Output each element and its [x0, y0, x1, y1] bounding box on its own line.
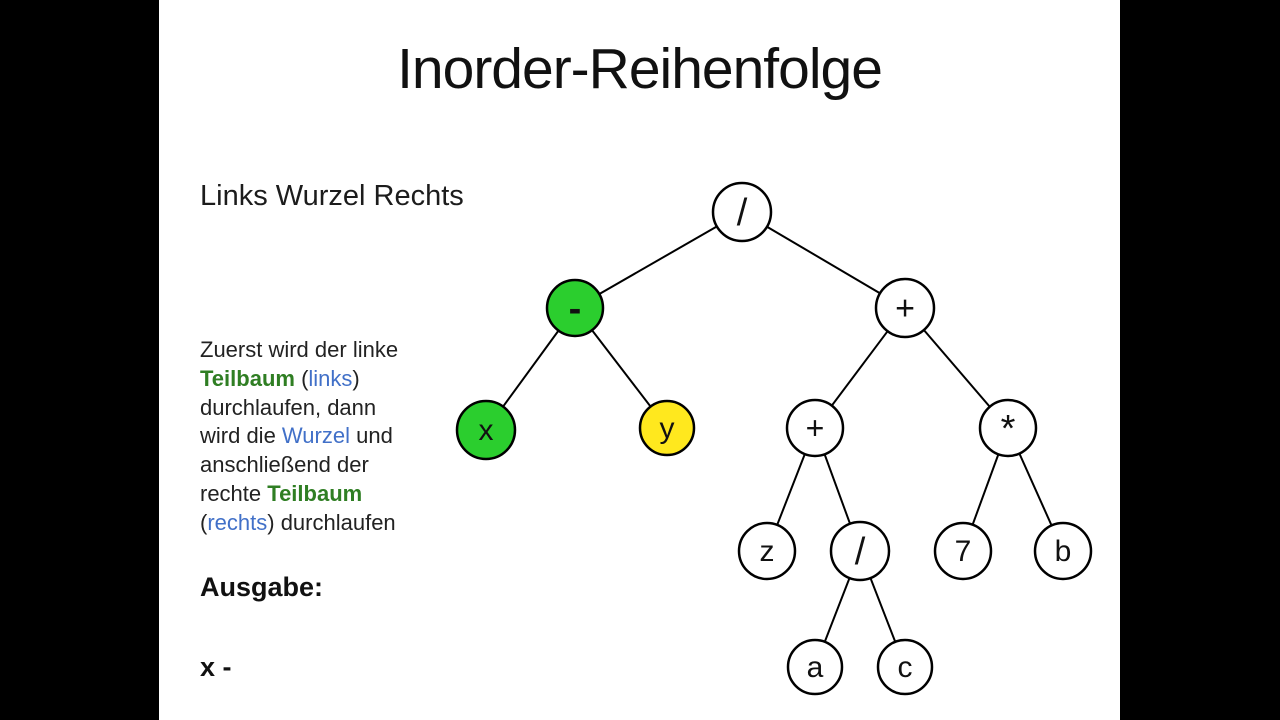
tree-node-circle — [874, 277, 936, 339]
tree-node-label: / — [855, 531, 866, 573]
tree-node-circle — [545, 278, 605, 338]
tree-node-circle — [737, 521, 797, 581]
plain-text: ) — [352, 365, 360, 391]
output-value: x - — [200, 652, 232, 682]
tree-edge-root-minus — [574, 211, 743, 309]
paragraph-line: Zuerst wird der linke — [200, 336, 398, 365]
paragraph-line: anschließend der — [200, 451, 398, 480]
tree-node-label: * — [1001, 408, 1016, 450]
tree-node-plus2: + — [785, 398, 845, 458]
tree-node-circle — [785, 398, 845, 458]
tree-node-x: x — [455, 399, 517, 461]
plain-text: durchlaufen, dann — [200, 394, 377, 420]
tree-node-label: x — [479, 414, 494, 447]
tree-node-root: / — [711, 181, 773, 243]
tree-node-label: z — [760, 535, 775, 568]
tree-node-label: - — [569, 288, 582, 330]
keyword-teilbaum: Teilbaum — [267, 480, 363, 506]
binary-tree-diagram: / - + x y + * z / 7 b a c — [455, 181, 1093, 696]
plain-text: Zuerst wird der linke — [200, 337, 399, 362]
keyword-direction: links — [308, 365, 353, 391]
paragraph-line: (rechts) durchlaufen — [200, 509, 398, 538]
tree-node-label: c — [898, 651, 913, 684]
paragraph-line: rechte Teilbaum — [200, 480, 398, 509]
plain-text: anschließend der — [200, 452, 369, 478]
tree-node-b: b — [1033, 521, 1093, 581]
paragraph-line: Teilbaum (links) — [200, 365, 398, 394]
keyword-teilbaum: Teilbaum — [200, 365, 295, 391]
tree-node-label: + — [895, 290, 915, 328]
plain-text: ( — [294, 365, 309, 391]
plain-text: wird die — [200, 423, 282, 449]
traversal-rule-text: Links Wurzel Rechts — [200, 180, 464, 212]
page-title: Inorder-Reihenfolge — [397, 37, 883, 101]
letterbox-right — [1120, 0, 1280, 720]
tree-node-label: a — [807, 651, 824, 684]
tree-node-circle — [876, 638, 934, 696]
output-label: Ausgabe: — [200, 572, 324, 602]
tree-node-circle — [455, 399, 517, 461]
tree-node-a: a — [786, 638, 844, 696]
tree-node-z: z — [737, 521, 797, 581]
tree-node-div2: / — [829, 520, 891, 582]
tree-node-minus: - — [545, 278, 605, 338]
tree-node-y: y — [638, 399, 696, 457]
plain-text: und — [349, 423, 393, 449]
tree-node-label: 7 — [955, 535, 972, 568]
tree-node-circle — [711, 181, 773, 243]
keyword-direction: Wurzel — [281, 423, 350, 449]
tree-node-circle — [638, 399, 696, 457]
tree-node-label: / — [737, 192, 748, 234]
tree-node-circle — [933, 521, 993, 581]
letterbox-left — [0, 0, 159, 720]
tree-node-label: y — [660, 412, 675, 445]
plain-text: ) durchlaufen — [267, 509, 396, 535]
paragraph-line: wird die Wurzel und — [200, 422, 398, 451]
tree-node-label: b — [1055, 535, 1072, 568]
tree-node-circle — [829, 520, 891, 582]
tree-node-plus1: + — [874, 277, 936, 339]
tree-node-circle — [978, 398, 1038, 458]
plain-text: rechte — [200, 480, 268, 506]
tree-node-circle — [786, 638, 844, 696]
tree-node-circle — [1033, 521, 1093, 581]
slide: Inorder-Reihenfolge Links Wurzel Rechts … — [159, 0, 1120, 720]
tree-node-star: * — [978, 398, 1038, 458]
keyword-direction: rechts — [207, 509, 268, 535]
tree-node-seven: 7 — [933, 521, 993, 581]
paragraph-line: durchlaufen, dann — [200, 394, 398, 423]
tree-node-label: + — [806, 410, 825, 446]
tree-edge-root-plus1 — [741, 211, 906, 309]
tree-node-c: c — [876, 638, 934, 696]
plain-text: ( — [200, 509, 208, 535]
